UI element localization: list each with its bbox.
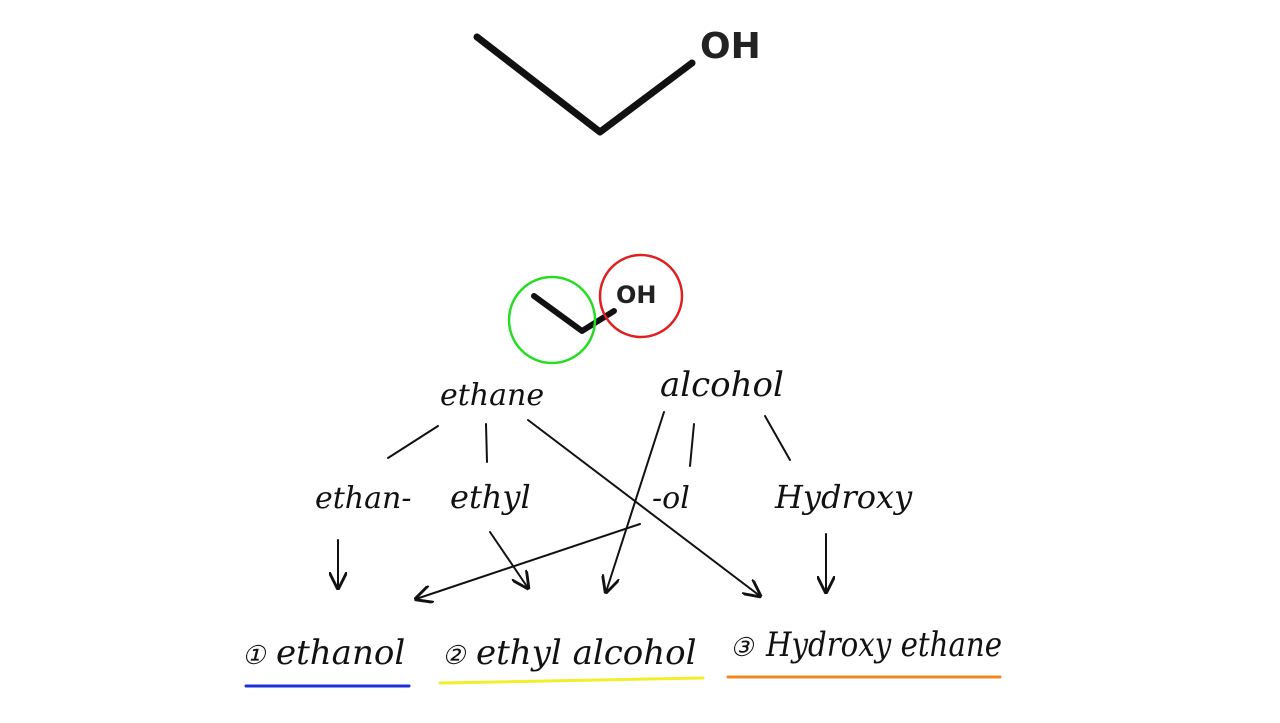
naming-arrows [338,411,826,599]
term-ol-suffix: -ol [652,481,690,516]
result-ethanol: ① ethanol [242,633,411,688]
result-number-2: ② [442,641,467,671]
alkyl-group-circle [507,275,597,365]
result-hydroxy-ethane: ③ Hydroxy ethane [726,625,1002,679]
underline-ethyl-alcohol [438,676,705,685]
hydroxyl-label-top: OH [700,26,761,67]
hydroxyl-label-small: OH [616,281,657,309]
highlighted-structure: OH [507,253,684,365]
result-name-ethanol: ethanol [276,633,405,673]
term-hydroxy: Hydroxy [774,478,913,516]
result-name-hydroxy-ethane: Hydroxy ethane [765,625,1002,665]
ethanol-skeletal-structure: OH [473,26,761,136]
hydroxyl-group-circle [598,253,684,339]
arrow-ol-to-ethanol [416,523,641,599]
term-ethane: ethane [440,378,544,413]
small-carbon-chain-bonds [531,293,617,334]
arrow-ethyl-to-ethyl-alcohol [489,531,528,588]
term-ethyl: ethyl [450,478,531,516]
carbon-chain-bonds [473,33,696,136]
term-ethan-prefix: ethan- [315,481,411,516]
result-name-ethyl-alcohol: ethyl alcohol [476,633,696,673]
arrow-ethane-to-hydroxy-ethane [527,419,760,596]
term-alcohol: alcohol [660,365,784,405]
result-number-3: ③ [730,633,755,663]
branch-lines [387,415,791,467]
result-ethyl-alcohol: ② ethyl alcohol [438,633,705,685]
result-number-1: ① [242,641,267,671]
